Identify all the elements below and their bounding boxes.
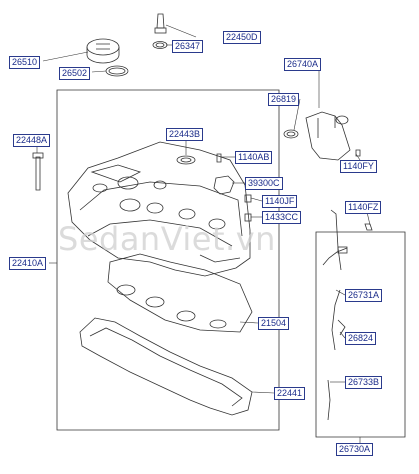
callout-22448A: 22448A [13, 134, 51, 147]
callout-26730A: 26730A [336, 443, 374, 456]
oil-cap [86, 38, 120, 56]
gasket-inner [107, 253, 253, 333]
callout-26510: 26510 [9, 56, 41, 69]
breather-hose-frame [315, 231, 406, 438]
callout-39300C: 39300C [245, 177, 283, 190]
valve-cover-body [67, 141, 251, 277]
callout-22410A: 22410A [9, 257, 47, 270]
callout-26502: 26502 [59, 67, 91, 80]
callout-1140JF: 1140JF [262, 195, 298, 208]
callout-1140FZ: 1140FZ [345, 201, 382, 214]
callout-1140AB: 1140AB [235, 151, 273, 164]
callout-22441: 22441 [274, 387, 306, 400]
callout-1140FY: 1140FY [340, 160, 377, 173]
callout-22443B: 22443B [166, 128, 204, 141]
callout-26731A: 26731A [345, 289, 383, 302]
cover-assembly-frame [56, 89, 280, 431]
callout-1433CC: 1433CC [262, 211, 302, 224]
callout-26824: 26824 [345, 332, 377, 345]
gasket-outer [79, 317, 253, 416]
callout-26347: 26347 [172, 40, 204, 53]
callout-21504: 21504 [258, 317, 290, 330]
oil-separator [305, 111, 351, 161]
watermark: SedanViet.vn [58, 220, 276, 258]
callout-26740A: 26740A [284, 58, 322, 71]
callout-26819: 26819 [268, 93, 300, 106]
callout-26733B: 26733B [345, 376, 383, 389]
callout-22450D: 22450D [223, 31, 261, 44]
